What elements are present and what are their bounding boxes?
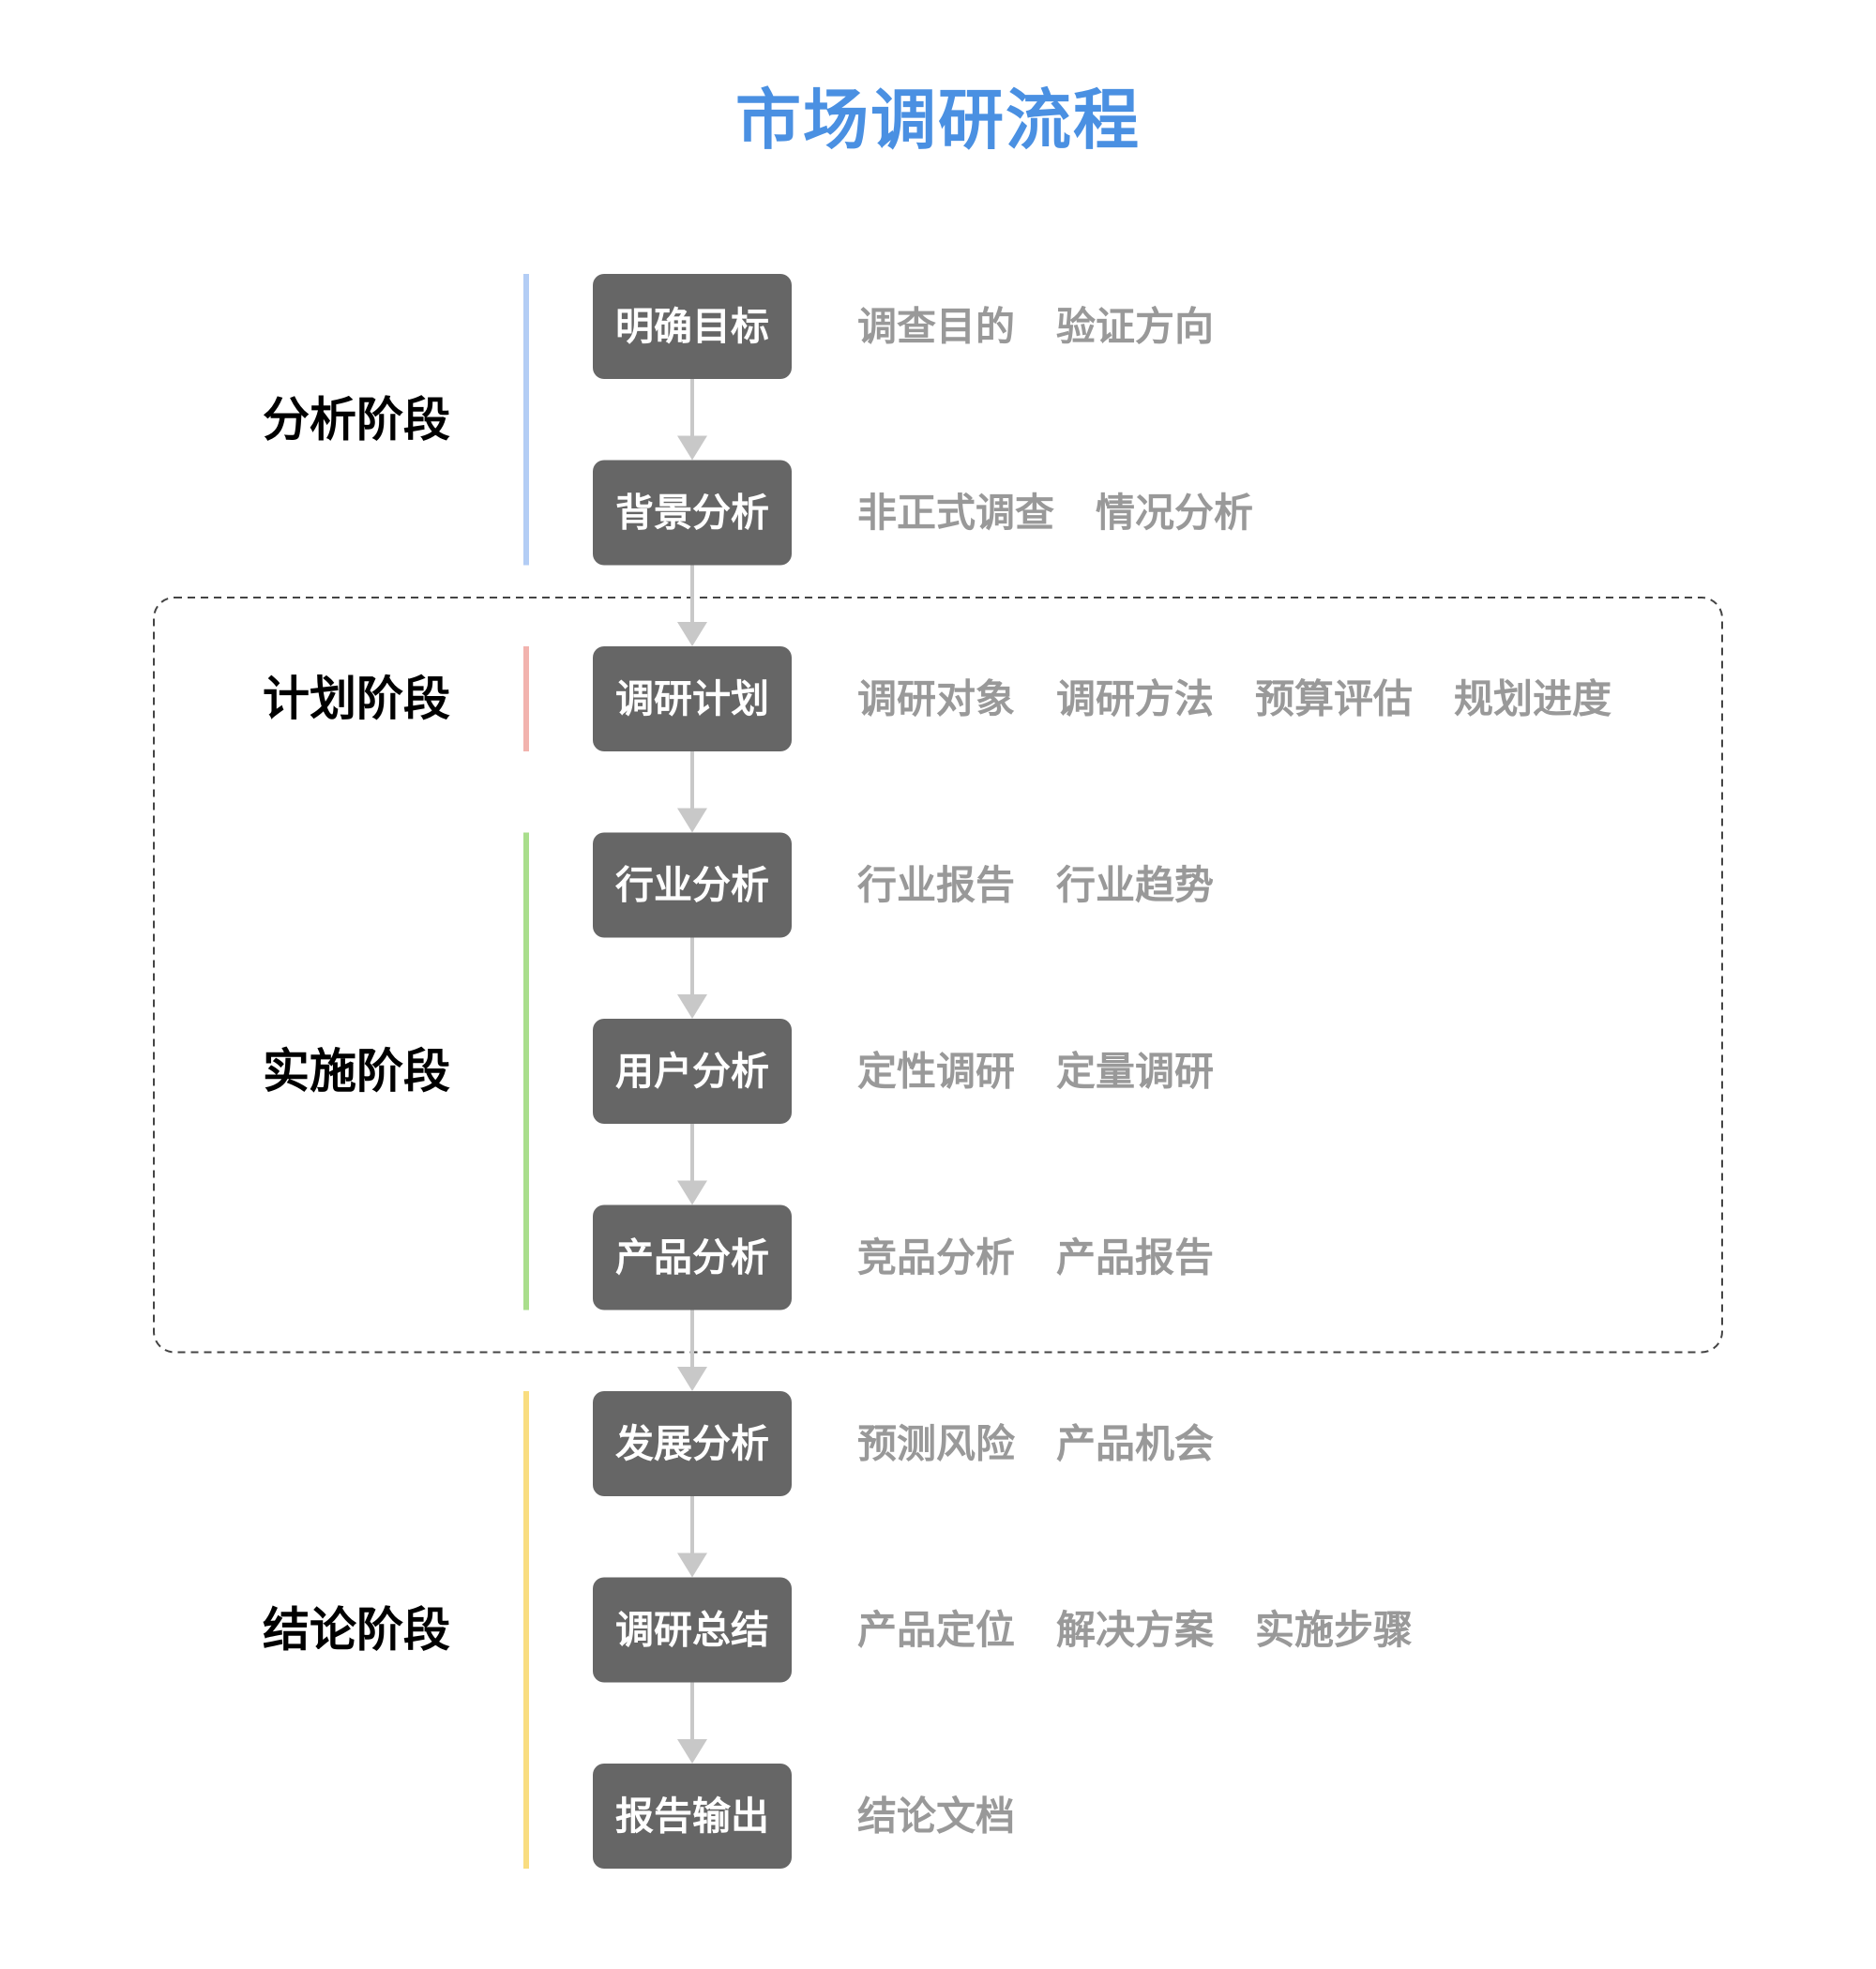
connector-arrow xyxy=(677,1496,707,1578)
step-node-box xyxy=(593,1577,792,1683)
phase-bar xyxy=(523,274,529,566)
step-node: 报告输出 xyxy=(593,1764,792,1869)
phase-bar xyxy=(523,646,529,751)
connector-arrow xyxy=(677,1682,707,1764)
phase-label: 分析阶段 xyxy=(263,392,450,447)
step-node: 调研计划 xyxy=(593,646,792,751)
arrowhead-icon xyxy=(677,994,707,1019)
step-detail-label: 调查目的 xyxy=(857,304,1015,350)
arrowhead-icon xyxy=(677,1367,707,1391)
step-node-label: 发展分析 xyxy=(615,1421,769,1466)
arrowhead-icon xyxy=(677,1739,707,1764)
phase-label: 计划阶段 xyxy=(263,672,450,726)
step-detail-label: 情况分析 xyxy=(1096,490,1253,536)
step-detail-label: 产品机会 xyxy=(1056,1421,1214,1467)
connector-arrow xyxy=(677,1124,707,1205)
step-node: 产品分析 xyxy=(593,1204,792,1310)
step-node: 调研总结 xyxy=(593,1577,792,1683)
connector-arrow xyxy=(677,751,707,833)
step-node-box xyxy=(593,832,792,938)
step-node-box xyxy=(593,460,792,566)
phase-bar xyxy=(523,1391,529,1869)
step-detail-label: 定量调研 xyxy=(1056,1049,1214,1095)
step-detail-label: 产品报告 xyxy=(1056,1234,1214,1280)
step-node: 用户分析 xyxy=(593,1019,792,1124)
step-detail-label: 非正式调查 xyxy=(857,490,1054,536)
step-detail-label: 定性调研 xyxy=(857,1049,1015,1095)
step-node: 发展分析 xyxy=(593,1391,792,1496)
step-detail-label: 实施步骤 xyxy=(1255,1607,1413,1653)
step-node: 背景分析 xyxy=(593,460,792,566)
step-node-label: 产品分析 xyxy=(615,1235,769,1280)
connector-arrow xyxy=(677,379,707,461)
step-node-box xyxy=(593,1019,792,1124)
step-node-label: 行业分析 xyxy=(615,863,769,908)
connector-arrow xyxy=(677,565,707,646)
step-detail-label: 预算评估 xyxy=(1255,676,1413,722)
step-detail-label: 行业报告 xyxy=(857,862,1015,908)
connector-arrow xyxy=(677,937,707,1019)
step-detail-label: 规划进度 xyxy=(1454,676,1611,722)
diagram-title: 市场调研流程 xyxy=(735,82,1141,159)
step-detail-label: 结论文档 xyxy=(857,1794,1015,1840)
step-detail-label: 调研方法 xyxy=(1056,676,1214,722)
phase-label: 实施阶段 xyxy=(263,1044,450,1098)
step-node-label: 调研计划 xyxy=(615,676,769,721)
phase-label: 结论阶段 xyxy=(263,1603,450,1658)
arrowhead-icon xyxy=(677,435,707,461)
step-node-box xyxy=(593,646,792,751)
step-node-box xyxy=(593,274,792,379)
step-detail-label: 调研对象 xyxy=(857,676,1015,722)
step-node-label: 明确目标 xyxy=(615,304,769,349)
arrowhead-icon xyxy=(677,622,707,646)
step-detail-label: 解决方案 xyxy=(1056,1607,1215,1653)
phase-group-dashed-border xyxy=(153,597,1723,1354)
step-node-label: 背景分析 xyxy=(615,491,769,536)
arrowhead-icon xyxy=(677,1552,707,1578)
step-node-label: 用户分析 xyxy=(615,1049,769,1094)
arrowhead-icon xyxy=(677,808,707,833)
step-detail-label: 产品定位 xyxy=(857,1607,1015,1653)
step-node-box xyxy=(593,1204,792,1310)
step-node-box xyxy=(593,1764,792,1869)
step-detail-label: 预测风险 xyxy=(857,1421,1016,1467)
arrowhead-icon xyxy=(677,1180,707,1205)
step-detail-label: 行业趋势 xyxy=(1056,862,1214,908)
step-node: 行业分析 xyxy=(593,832,792,938)
phase-bar xyxy=(523,832,529,1310)
step-detail-label: 验证方向 xyxy=(1056,304,1214,350)
step-detail-label: 竞品分析 xyxy=(857,1234,1015,1280)
connector-arrow xyxy=(677,1310,707,1391)
step-node-label: 报告输出 xyxy=(615,1794,769,1839)
step-node-label: 调研总结 xyxy=(615,1608,769,1653)
step-node: 明确目标 xyxy=(593,274,792,379)
step-node-box xyxy=(593,1391,792,1496)
